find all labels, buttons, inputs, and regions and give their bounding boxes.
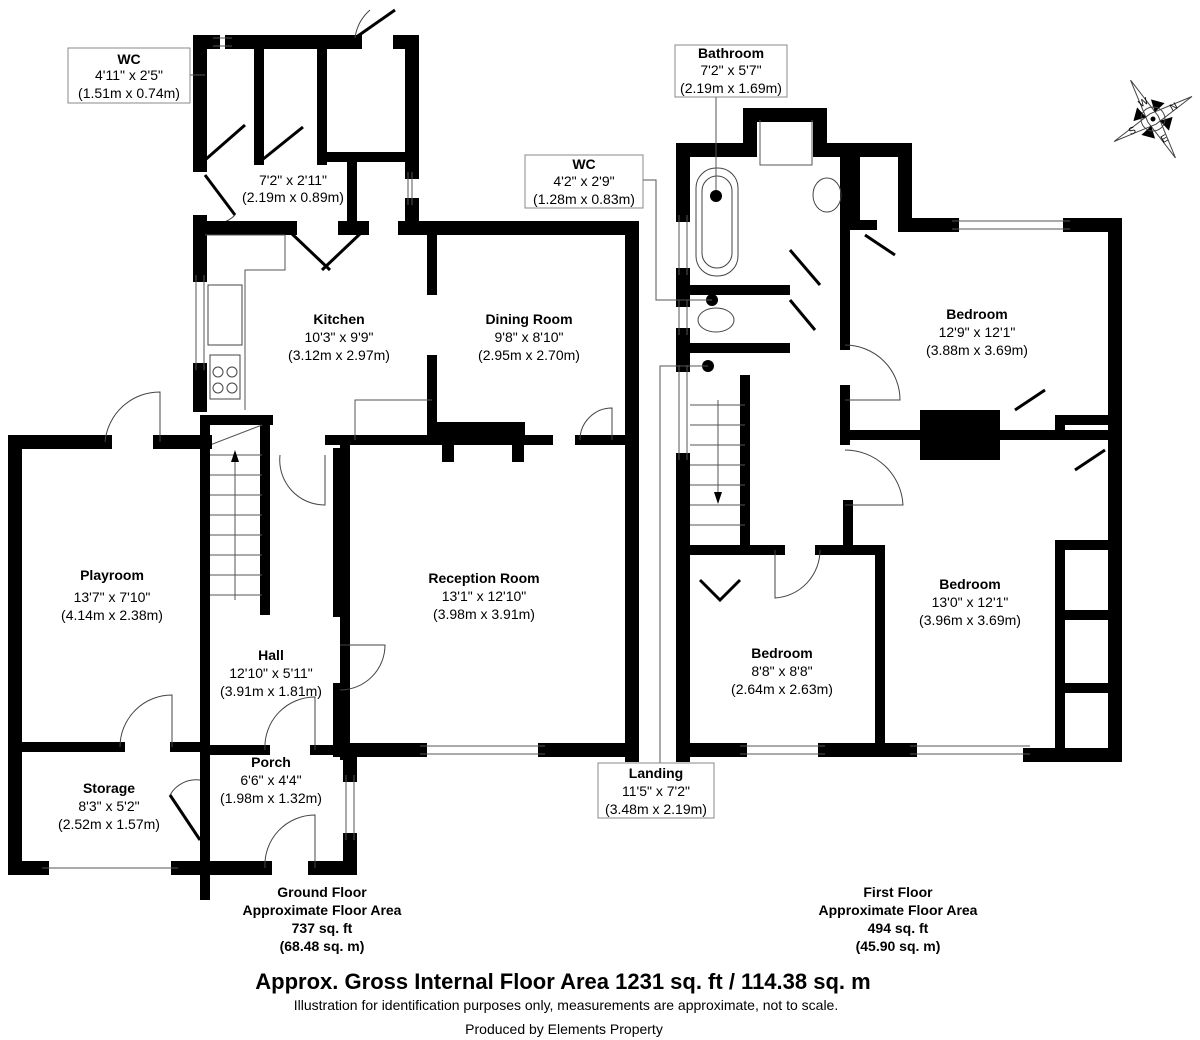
- svg-text:Approximate Floor Area: Approximate Floor Area: [819, 902, 978, 918]
- svg-text:Kitchen: Kitchen: [313, 311, 364, 327]
- svg-text:(3.48m x 2.19m): (3.48m x 2.19m): [605, 801, 707, 817]
- svg-text:(2.19m x 1.69m): (2.19m x 1.69m): [680, 80, 782, 96]
- svg-text:Storage: Storage: [83, 780, 135, 796]
- room-label-cloakroom: 7'2" x 2'11" (2.19m x 0.89m): [242, 172, 344, 205]
- svg-text:(2.95m x 2.70m): (2.95m x 2.70m): [478, 347, 580, 363]
- gross-floor-area: Approx. Gross Internal Floor Area 1231 s…: [255, 969, 870, 994]
- compass-n: N: [1168, 101, 1180, 114]
- svg-text:12'9" x 12'1": 12'9" x 12'1": [939, 324, 1016, 340]
- svg-text:Landing: Landing: [629, 765, 683, 781]
- room-label-playroom: Playroom 13'7" x 7'10" (4.14m x 2.38m): [61, 567, 163, 623]
- room-label-bedroom-3: Bedroom 8'8" x 8'8" (2.64m x 2.63m): [731, 645, 833, 697]
- svg-text:WC: WC: [117, 51, 140, 67]
- svg-text:(2.52m x 1.57m): (2.52m x 1.57m): [58, 816, 160, 832]
- svg-text:7'2" x 2'11": 7'2" x 2'11": [259, 172, 327, 188]
- svg-text:Porch: Porch: [251, 754, 291, 770]
- room-label-kitchen: Kitchen 10'3" x 9'9" (3.12m x 2.97m): [288, 311, 390, 363]
- svg-text:(1.28m x 0.83m): (1.28m x 0.83m): [533, 191, 635, 207]
- svg-text:9'8" x 8'10": 9'8" x 8'10": [495, 329, 564, 345]
- svg-text:11'5" x 7'2": 11'5" x 7'2": [622, 783, 690, 799]
- svg-text:6'6" x 4'4": 6'6" x 4'4": [240, 772, 301, 788]
- svg-text:Reception Room: Reception Room: [428, 570, 539, 586]
- first-floor-area-summary: First Floor Approximate Floor Area 494 s…: [819, 884, 978, 954]
- svg-text:Hall: Hall: [258, 647, 284, 663]
- svg-text:(2.19m x 0.89m): (2.19m x 0.89m): [242, 189, 344, 205]
- svg-text:8'8" x 8'8": 8'8" x 8'8": [751, 663, 812, 679]
- svg-text:(3.12m x 2.97m): (3.12m x 2.97m): [288, 347, 390, 363]
- svg-text:13'7" x 7'10": 13'7" x 7'10": [74, 589, 151, 605]
- svg-text:4'11" x 2'5": 4'11" x 2'5": [95, 67, 163, 83]
- ground-floor-area-summary: Ground Floor Approximate Floor Area 737 …: [243, 884, 402, 954]
- svg-text:Bedroom: Bedroom: [751, 645, 812, 661]
- svg-text:WC: WC: [572, 156, 595, 172]
- svg-text:Bedroom: Bedroom: [946, 306, 1007, 322]
- ground-floor-plan: [8, 8, 639, 900]
- svg-text:(1.51m x 0.74m): (1.51m x 0.74m): [78, 85, 180, 101]
- svg-text:13'0" x 12'1": 13'0" x 12'1": [932, 594, 1009, 610]
- svg-text:Playroom: Playroom: [80, 567, 144, 583]
- compass-s: S: [1127, 125, 1139, 138]
- svg-text:737 sq. ft: 737 sq. ft: [292, 920, 353, 936]
- svg-text:(1.98m x 1.32m): (1.98m x 1.32m): [220, 790, 322, 806]
- room-label-bedroom-1: Bedroom 12'9" x 12'1" (3.88m x 3.69m): [926, 306, 1028, 358]
- svg-text:Dining Room: Dining Room: [485, 311, 572, 327]
- room-label-porch: Porch 6'6" x 4'4" (1.98m x 1.32m): [220, 754, 322, 806]
- disclaimer: Illustration for identification purposes…: [294, 997, 838, 1013]
- svg-text:13'1" x 12'10": 13'1" x 12'10": [442, 588, 527, 604]
- room-label-landing: Landing 11'5" x 7'2" (3.48m x 2.19m): [605, 765, 707, 817]
- svg-text:Bathroom: Bathroom: [698, 45, 764, 61]
- svg-text:(3.98m x 3.91m): (3.98m x 3.91m): [433, 606, 535, 622]
- svg-text:Bedroom: Bedroom: [939, 576, 1000, 592]
- svg-text:(2.64m x 2.63m): (2.64m x 2.63m): [731, 681, 833, 697]
- svg-text:First Floor: First Floor: [863, 884, 933, 900]
- svg-text:494 sq. ft: 494 sq. ft: [868, 920, 929, 936]
- svg-text:(68.48 sq. m): (68.48 sq. m): [280, 938, 365, 954]
- svg-text:(3.91m x 1.81m): (3.91m x 1.81m): [220, 683, 322, 699]
- svg-text:12'10" x 5'11": 12'10" x 5'11": [229, 665, 313, 681]
- room-label-wc-first: WC 4'2" x 2'9" (1.28m x 0.83m): [533, 156, 635, 207]
- room-label-wc-ground: WC 4'11" x 2'5" (1.51m x 0.74m): [78, 51, 180, 101]
- svg-text:Approximate Floor Area: Approximate Floor Area: [243, 902, 402, 918]
- first-floor-plan: [190, 74, 1122, 818]
- room-label-reception-room: Reception Room 13'1" x 12'10" (3.98m x 3…: [428, 570, 539, 622]
- producer-credit: Produced by Elements Property: [465, 1021, 663, 1037]
- svg-text:(3.96m x 3.69m): (3.96m x 3.69m): [919, 612, 1021, 628]
- room-label-bedroom-2: Bedroom 13'0" x 12'1" (3.96m x 3.69m): [919, 576, 1021, 628]
- svg-text:8'3" x 5'2": 8'3" x 5'2": [78, 798, 139, 814]
- room-label-storage: Storage 8'3" x 5'2" (2.52m x 1.57m): [58, 780, 160, 832]
- svg-text:Ground Floor: Ground Floor: [277, 884, 367, 900]
- svg-text:(3.88m x 3.69m): (3.88m x 3.69m): [926, 342, 1028, 358]
- svg-text:7'2" x 5'7": 7'2" x 5'7": [700, 62, 761, 78]
- svg-text:4'2" x 2'9": 4'2" x 2'9": [553, 173, 614, 189]
- compass-rose-icon: W N E S: [1113, 79, 1193, 159]
- svg-text:(45.90 sq. m): (45.90 sq. m): [856, 938, 941, 954]
- room-label-dining-room: Dining Room 9'8" x 8'10" (2.95m x 2.70m): [478, 311, 580, 363]
- svg-text:10'3" x 9'9": 10'3" x 9'9": [305, 329, 374, 345]
- room-label-bathroom: Bathroom 7'2" x 5'7" (2.19m x 1.69m): [680, 45, 782, 96]
- room-label-hall: Hall 12'10" x 5'11" (3.91m x 1.81m): [220, 647, 322, 699]
- compass-e: E: [1159, 133, 1171, 146]
- svg-text:(4.14m x 2.38m): (4.14m x 2.38m): [61, 607, 163, 623]
